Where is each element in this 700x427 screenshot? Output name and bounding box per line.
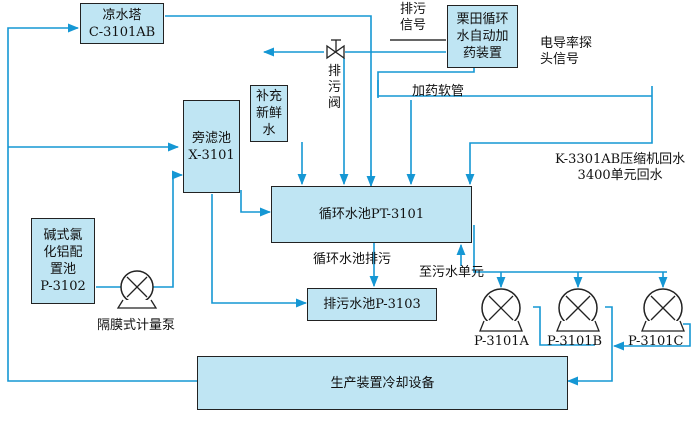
dosing-unit-label: 栗田循环 水自动加 药装置 — [456, 12, 509, 61]
dosing-loop-line — [377, 68, 652, 97]
pump-b-label: P-3101B — [547, 334, 603, 349]
metering-pump-icon — [116, 270, 158, 309]
pump-c-label: P-3101C — [628, 334, 684, 349]
side-filter-label: 旁滤池 X-3101 — [188, 130, 235, 163]
return-water-label: K-3301AB压缩机回水 3400单元回水 — [555, 152, 686, 183]
tower-out-line — [165, 15, 372, 183]
production-cooling-label: 生产装置冷却设备 — [330, 375, 435, 391]
chemical-pool-label: 碱式氯 化铝配 置池 P-3102 — [40, 228, 86, 294]
pool-to-pumps-line — [473, 225, 667, 273]
pump-b-icon — [556, 288, 600, 332]
conductivity-signal-label: 电导率探 头信号 — [540, 36, 593, 67]
circulating-pool-label: 循环水池PT-3101 — [318, 207, 425, 222]
drain-valve-icon — [326, 39, 345, 60]
pump-a-outlet — [533, 306, 595, 346]
production-cooling-box: 生产装置冷却设备 — [197, 356, 568, 410]
cooling-tower-label: 凉水塔 C-3101AB — [88, 7, 156, 40]
sewage-pool-box: 排污水池P-3103 — [307, 288, 437, 321]
sewage-pool-label: 排污水池P-3103 — [323, 297, 421, 312]
pump-a-label: P-3101A — [474, 334, 529, 349]
pump-c-icon — [641, 288, 685, 332]
metering-pump-label: 隔膜式计量泵 — [97, 318, 176, 333]
dosing-unit-box: 栗田循环 水自动加 药装置 — [447, 5, 518, 68]
fresh-water-label: 补充 新鲜 水 — [255, 89, 282, 138]
side-filter-box: 旁滤池 X-3101 — [183, 100, 240, 193]
filter-to-pool-line — [240, 190, 272, 217]
fresh-water-box: 补充 新鲜 水 — [250, 85, 288, 142]
dosing-hose-label: 加药软管 — [412, 84, 465, 99]
return-riser-line — [7, 23, 197, 382]
drain-valve-label: 排 污 阀 — [328, 64, 342, 111]
pump-a-icon — [479, 288, 523, 332]
pump-c-outlet — [612, 323, 691, 351]
cooling-tower-box: 凉水塔 C-3101AB — [80, 3, 164, 44]
pump-b-outlet — [566, 306, 613, 386]
pump-to-filter-line — [153, 170, 184, 288]
discharge-signal-label: 排污 信号 — [400, 2, 427, 33]
circulating-pool-box: 循环水池PT-3101 — [271, 186, 472, 243]
chemical-pool-box: 碱式氯 化铝配 置池 P-3102 — [31, 218, 95, 304]
to-sewage-unit-label: 至污水单元 — [419, 265, 485, 280]
pool-discharge-label: 循环水池排污 — [313, 252, 392, 267]
filter-to-sewage-line — [211, 194, 308, 308]
return-water-line — [465, 86, 653, 186]
